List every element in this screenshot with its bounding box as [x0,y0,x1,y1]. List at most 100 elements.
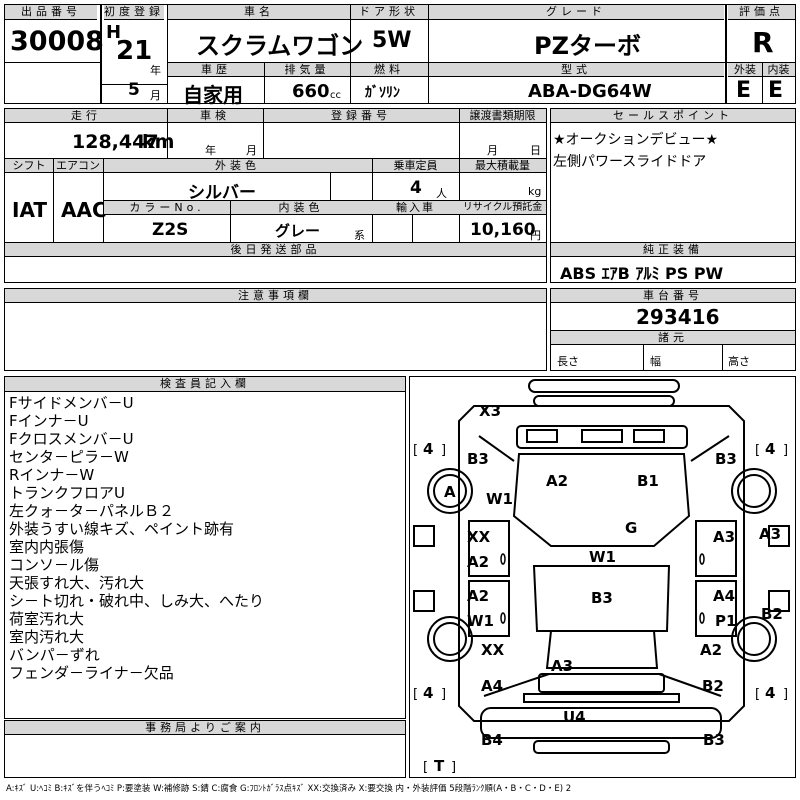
int-color-label: 内装色 [230,201,372,215]
tire-labels: 4 4 4 4 T [423,440,775,775]
mark: A3 [713,528,735,546]
first-reg-label: 初度登録 [104,5,164,20]
grade: PZターボ [534,32,641,60]
history-label: 車歴 [168,63,264,77]
note-line: センタ－ピラ－W [9,448,129,466]
transfer-month-unit: 月 [487,144,498,157]
inspector-box [4,376,406,719]
color-label: 外装色 [103,159,372,173]
note-line: 外装うすい線キズ、ペイント跡有 [9,520,235,538]
month-unit: 月 [150,89,161,102]
mileage: 128,447 [72,131,159,153]
note-line: Fサイドメンバ－U [9,394,134,412]
mark: U4 [563,708,586,726]
caution-label: 注意事項欄 [5,289,546,303]
note-line: 左クォ－タ－パネルＢ２ [9,502,175,520]
mark: A2 [700,641,722,659]
length-label: 長さ [557,355,579,368]
int-label: 内装 [762,63,795,77]
mark: XX [467,528,491,546]
color-no-label: カラーNo. [104,201,230,215]
mark: X3 [479,402,501,420]
car-damage-diagram: 4 4 4 4 T [] [] [] [] [] X3 B3 B3 A W1 A… [413,379,790,775]
tire-spare: T [434,757,445,775]
svg-text:]: ] [441,443,446,458]
width-label: 幅 [650,355,661,368]
svg-text:]: ] [441,687,446,702]
mark: W1 [467,612,494,630]
year-unit: 年 [150,64,161,77]
import-label: 輸入車 [372,201,459,215]
note-line: トランクフロアU [9,484,125,502]
capacity-unit: 人 [436,187,447,200]
chassis-box [550,288,796,371]
door-label: ドア形状 [350,5,428,20]
lot-label: 出品番号 [5,5,97,20]
sales-point-box [550,108,796,283]
note-line: 荷室汚れ大 [9,610,85,628]
exterior-color: シルバー [188,183,256,203]
model: ABA-DG64W [528,81,652,102]
chassis-number: 293416 [636,305,720,329]
mark: A2 [546,472,568,490]
door-type: 5W [372,28,412,53]
capacity-label: 乗車定員 [372,159,459,173]
door-handles [500,553,705,624]
car-name: スクラムワゴン [196,32,364,60]
svg-text:[: [ [755,443,760,458]
specs-label: 諸元 [551,331,795,345]
int-color-unit: 系 [354,229,365,242]
sales-point-label: セールスポイント [551,109,795,123]
later-parts-label: 後日発送部品 [5,243,546,257]
transfer-label: 譲渡書類期限 [459,109,546,123]
svg-text:[: [ [755,687,760,702]
displacement-label: 排気量 [264,63,350,77]
svg-text:[: [ [423,760,428,775]
mark: A2 [467,553,489,571]
reg-number-label: 登録番号 [263,109,459,123]
ac-label: エアコン [53,159,103,173]
car-outline [458,379,745,754]
recycle-label: リサイクル預託金 [459,201,546,215]
color-no: Z2S [152,220,189,240]
era: H [106,22,122,43]
interior-color: グレー [275,222,321,240]
note-line: 天張すれ大、汚れ大 [9,574,145,592]
equipment: ABS ｴｱB ｱﾙﾐ PS PW [560,264,724,283]
mark: A [444,483,456,501]
tires [413,468,790,662]
svg-text:[: [ [413,687,418,702]
int-score: E [768,78,784,103]
note-line: バンパ－ずれ [9,646,100,664]
note-line: Fクロスメンバ－U [9,430,134,448]
mark: B1 [637,472,659,490]
note-line: コンソ－ル傷 [9,556,100,574]
insp-year-unit: 年 [205,144,216,157]
note-line: Fインナ－U [9,412,89,430]
mark: A3 [551,657,573,675]
chassis-label: 車台番号 [551,289,795,303]
insp-month-unit: 月 [246,144,257,157]
note-line: 室内汚れ大 [9,628,85,646]
grade-label: グレード [428,5,724,20]
fuel: ｶﾞｿﾘﾝ [365,85,400,101]
shift: IAT [12,198,48,222]
damage-marks: X3 B3 B3 A W1 A2 B1 G XX A3 A3 A2 W1 A2 … [444,402,783,749]
reg-month: 5 [128,80,140,100]
score-label: 評価点 [728,5,795,20]
diagram-box [409,376,796,778]
mark: XX [481,641,505,659]
mark: B4 [481,731,503,749]
fuel-label: 燃料 [350,63,428,77]
inspection-label: 車検 [167,109,263,123]
ext-score: E [736,78,752,103]
mark: B3 [591,589,613,607]
svg-text:]: ] [783,443,788,458]
mark: P1 [715,612,736,630]
svg-text:]: ] [451,760,456,775]
notice-label: 事務局よりご案内 [5,721,405,735]
load-unit: kg [528,185,542,198]
height-label: 高さ [728,355,750,368]
caution-box [4,288,547,371]
load-label: 最大積載量 [459,159,546,173]
